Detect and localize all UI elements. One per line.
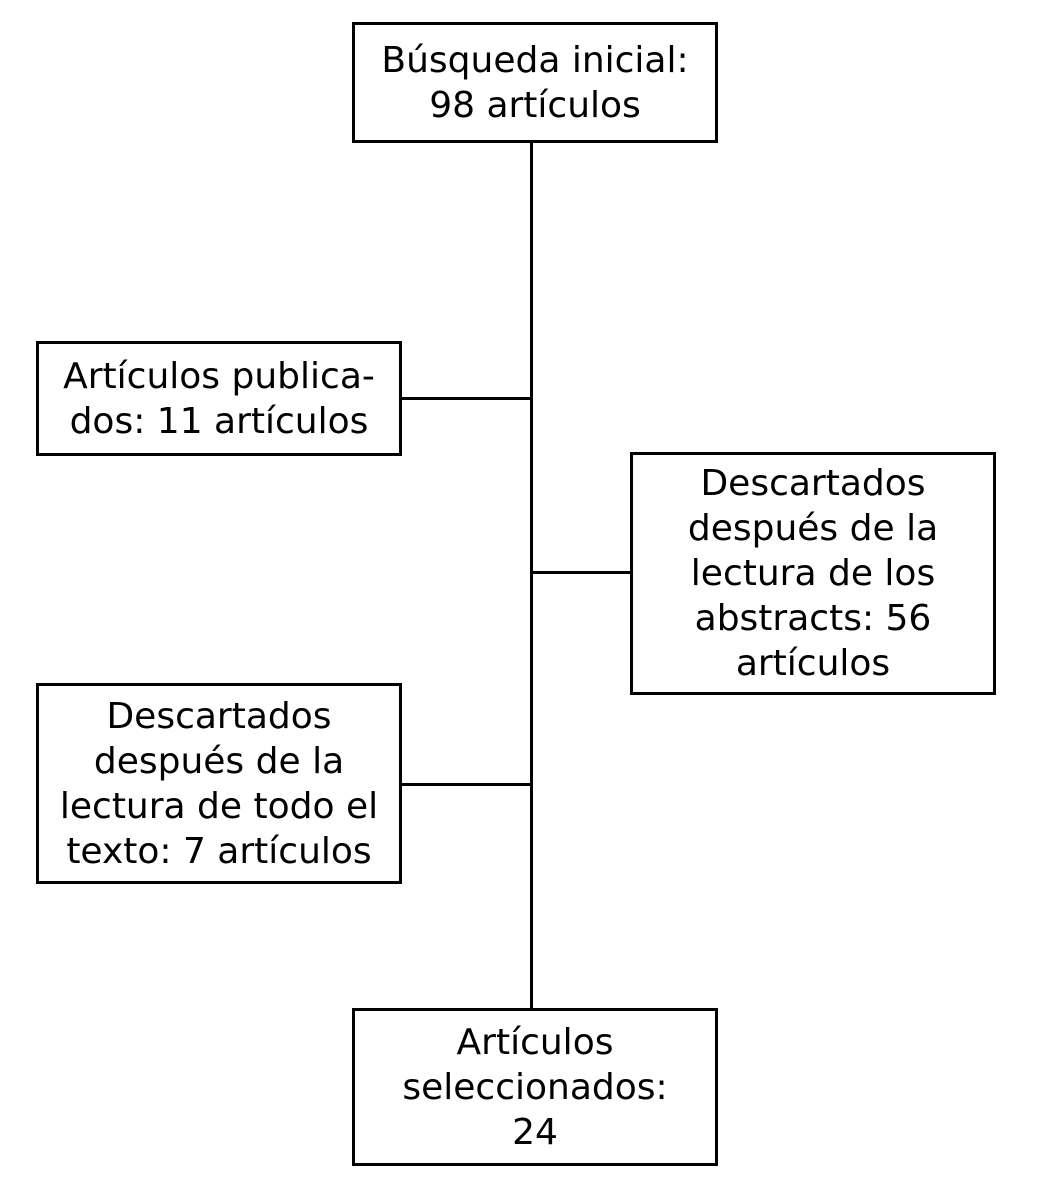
box-text-line: después de la [687, 508, 939, 549]
box-text-line: abstracts: 56 [694, 598, 932, 639]
box-text-line: Descartados [106, 695, 332, 737]
box-text-line: 24 [512, 1111, 558, 1153]
box-text-line: artículos [735, 643, 891, 684]
box-text-line: Artículos publica- [63, 355, 375, 397]
flow-box-busqueda-inicial: Búsqueda inicial: 98 artículos [352, 22, 718, 143]
box-text-line: dos: 11 artículos [69, 400, 369, 442]
box-text-line: lectura de todo el [59, 785, 379, 827]
flow-box-descartados-texto: Descartados después de la lectura de tod… [36, 683, 402, 884]
flow-box-descartados-abstracts: Descartados después de la lectura de los… [630, 452, 996, 695]
box-text-line: Descartados [700, 463, 926, 504]
box-text-line: lectura de los [690, 553, 936, 594]
box-text-line: seleccionados: [402, 1066, 668, 1108]
branch-line-descartados-texto [401, 783, 530, 786]
box-text-line: después de la [93, 740, 345, 782]
box-text-line: texto: 7 artículos [66, 830, 372, 872]
box-text-line: 98 artículos [429, 84, 641, 126]
branch-line-descartados-abstracts [533, 571, 630, 574]
box-text-line: Búsqueda inicial: [381, 39, 689, 81]
flow-box-articulos-seleccionados: Artículos seleccionados: 24 [352, 1008, 718, 1166]
flow-box-articulos-publicados: Artículos publica- dos: 11 artículos [36, 341, 402, 456]
box-text-line: Artículos [456, 1021, 614, 1063]
branch-line-articulos-publicados [401, 397, 530, 400]
main-vertical-connector-line [530, 143, 533, 1008]
